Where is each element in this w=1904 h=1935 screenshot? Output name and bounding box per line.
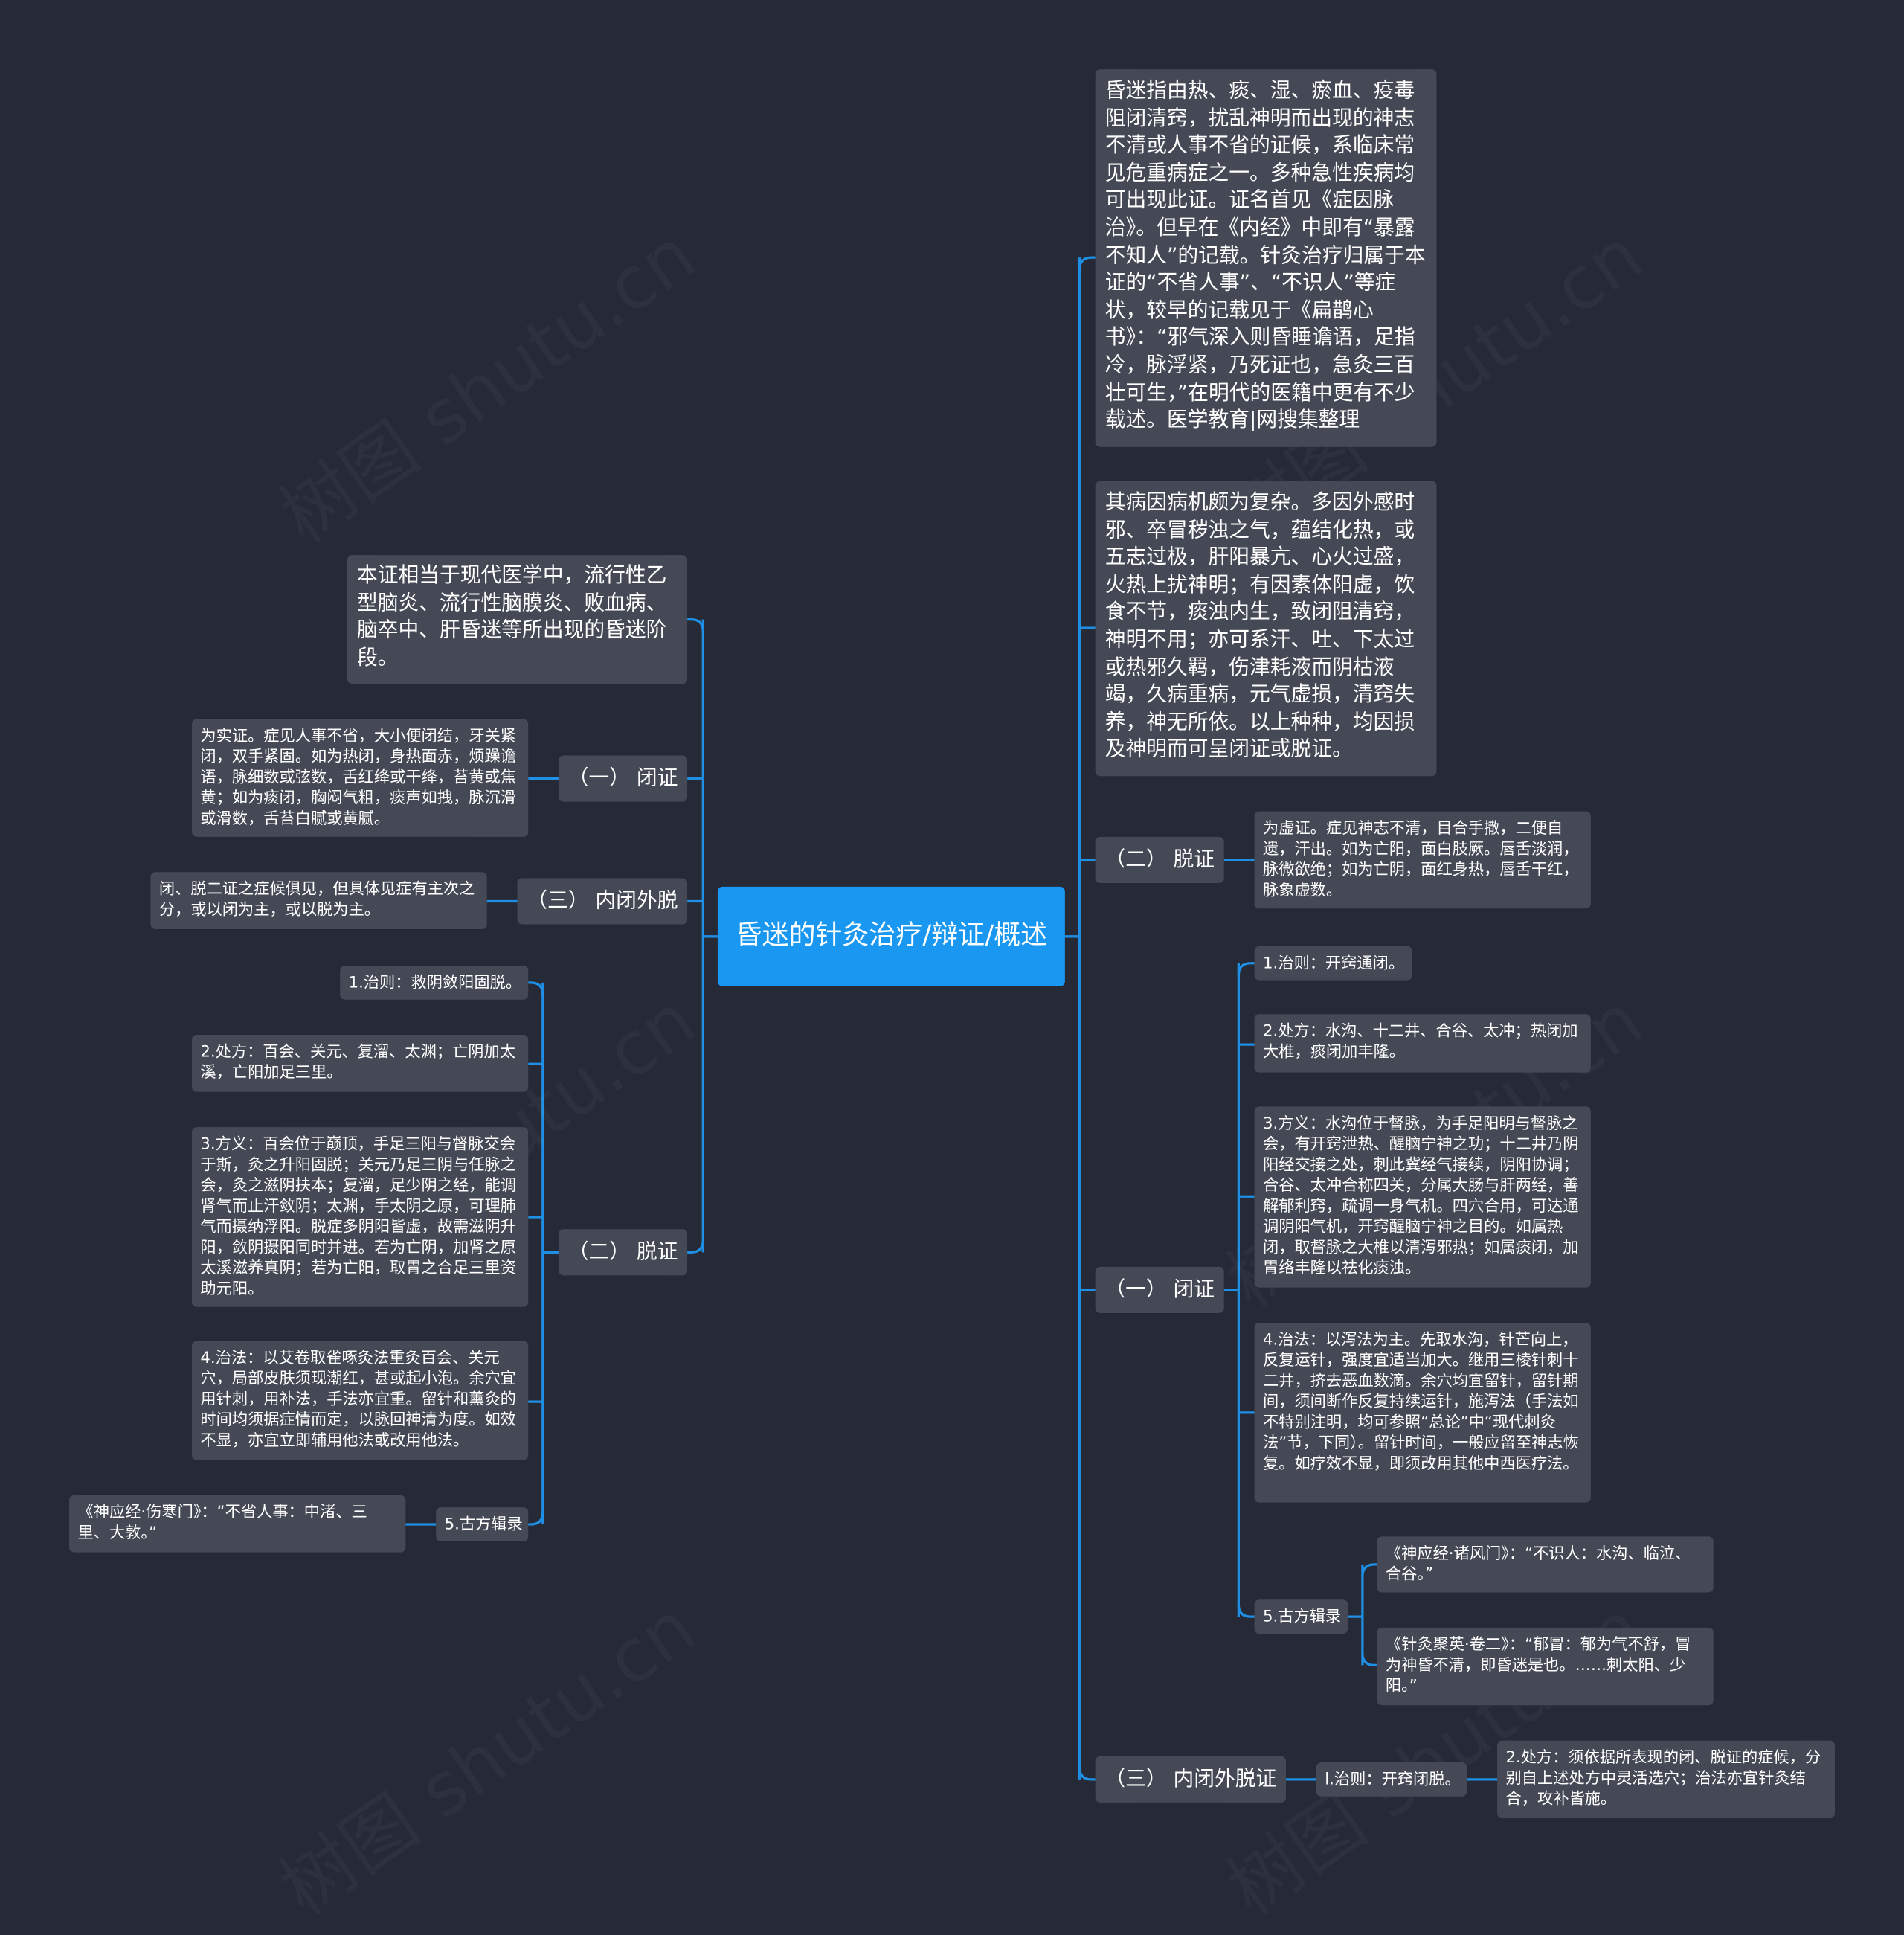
left-tuo-branch[interactable]: （二） 脱证: [559, 1229, 688, 1276]
right-bi-ancient[interactable]: 5.古方辑录: [1254, 1599, 1348, 1634]
right-tuo-branch[interactable]: （二） 脱证: [1095, 836, 1224, 883]
left-nei-branch[interactable]: （三） 内闭外脱: [517, 878, 688, 925]
left-tuo-item-1[interactable]: 1.治则：救阴敛阳固脱。: [340, 965, 529, 1000]
left-bi-desc[interactable]: 为实证。症见人事不省，大小便闭结，牙关紧闭，双手紧固。如为热闭，身热面赤，烦躁谵…: [191, 719, 529, 837]
left-tuo-ancient[interactable]: 5.古方辑录: [436, 1507, 529, 1541]
link-rbi-5: [1237, 1604, 1255, 1618]
right-ancient-item-2[interactable]: 《针灸聚英·卷二》：“郁冒：郁为气不舒，冒为神昏不清，即昏迷是也。……刺太阳、少…: [1377, 1627, 1714, 1706]
etiology-node[interactable]: 其病因病机颇为复杂。多因外感时邪、卒冒秽浊之气，蕴结化热，或五志过极，肝阳暴亢、…: [1095, 481, 1437, 777]
right-nei-rule[interactable]: l.治则：开窍闭脱。: [1316, 1762, 1467, 1797]
link-right-intro: [1078, 256, 1096, 270]
right-ancient-item-1[interactable]: 《神应经·诸风门》：“不识人：水沟、临泣、合谷。”: [1377, 1536, 1714, 1593]
right-nei-branch[interactable]: （三） 内闭外脱证: [1095, 1756, 1287, 1803]
left-bi-branch[interactable]: （一） 闭证: [559, 755, 688, 802]
link-right-nei: [1078, 1767, 1096, 1781]
root-node[interactable]: 昏迷的针灸治疗/辩证/概述: [717, 886, 1065, 986]
mind-map-canvas: 树图 shutu.cn 树图 shutu.cn 树图 shutu.cn 树图 s…: [69, 69, 1836, 1819]
modern-node[interactable]: 本证相当于现代医学中，流行性乙型脑炎、流行性脑膜炎、败血病、脑卒中、肝昏迷等所出…: [347, 555, 688, 684]
right-bi-item-2[interactable]: 2.处方：水沟、十二井、合谷、太冲；热闭加大椎，痰闭加丰隆。: [1254, 1014, 1591, 1073]
link-left-modern: [687, 618, 704, 632]
link-left-tuo: [687, 1239, 704, 1254]
right-bi-branch[interactable]: （一） 闭证: [1095, 1266, 1224, 1313]
link-ranc-1: [1361, 1563, 1377, 1577]
link-rbi-1: [1237, 962, 1255, 976]
intro-node[interactable]: 昏迷指由热、痰、湿、瘀血、疫毒阻闭清窍，扰乱神明而出现的神志不清或人事不省的证候…: [1095, 69, 1437, 447]
connector-lines: [405, 256, 1498, 1781]
right-tuo-desc[interactable]: 为虚证。症见神志不清，目合手撒，二便自遗，汗出。如为亡阳，面白肢厥。唇舌淡润，脉…: [1254, 811, 1591, 909]
left-tuo-item-3[interactable]: 3.方义：百会位于巅顶，手足三阳与督脉交会于斯，灸之升阳固脱；关元乃足三阴与任脉…: [191, 1127, 529, 1307]
left-ancient-item[interactable]: 《神应经·伤寒门》：“不省人事：中渚、三里、大敦。”: [69, 1495, 406, 1553]
right-nei-rx[interactable]: 2.处方：须依据所表现的闭、脱证的症候，分别自上述处方中灵活选穴；治法亦宜针灸结…: [1497, 1740, 1836, 1819]
left-tuo-item-2[interactable]: 2.处方：百会、关元、复溜、太渊；亡阴加太溪，亡阳加足三里。: [191, 1035, 529, 1092]
right-bi-item-1[interactable]: 1.治则：开窍通闭。: [1254, 946, 1412, 981]
left-tuo-item-4[interactable]: 4.治法：以艾卷取雀啄灸法重灸百会、关元穴，局部皮肤须现潮红，甚或起小泡。余穴宜…: [191, 1341, 529, 1460]
link-ltuo-1: [528, 981, 544, 995]
right-bi-item-3[interactable]: 3.方义：水沟位于督脉，为手足阳明与督脉之会，有开窍泄热、醒脑宁神之功；十二井乃…: [1254, 1106, 1591, 1288]
link-ltuo-5: [528, 1512, 544, 1526]
link-ranc-2: [1361, 1653, 1377, 1667]
left-nei-desc[interactable]: 闭、脱二证之症候俱见，但具体见症有主次之分，或以闭为主，或以脱为主。: [150, 872, 487, 930]
right-bi-item-4[interactable]: 4.治法：以泻法为主。先取水沟，针芒向上，反复运针，强度宜适当加大。继用三棱针刺…: [1254, 1323, 1591, 1503]
